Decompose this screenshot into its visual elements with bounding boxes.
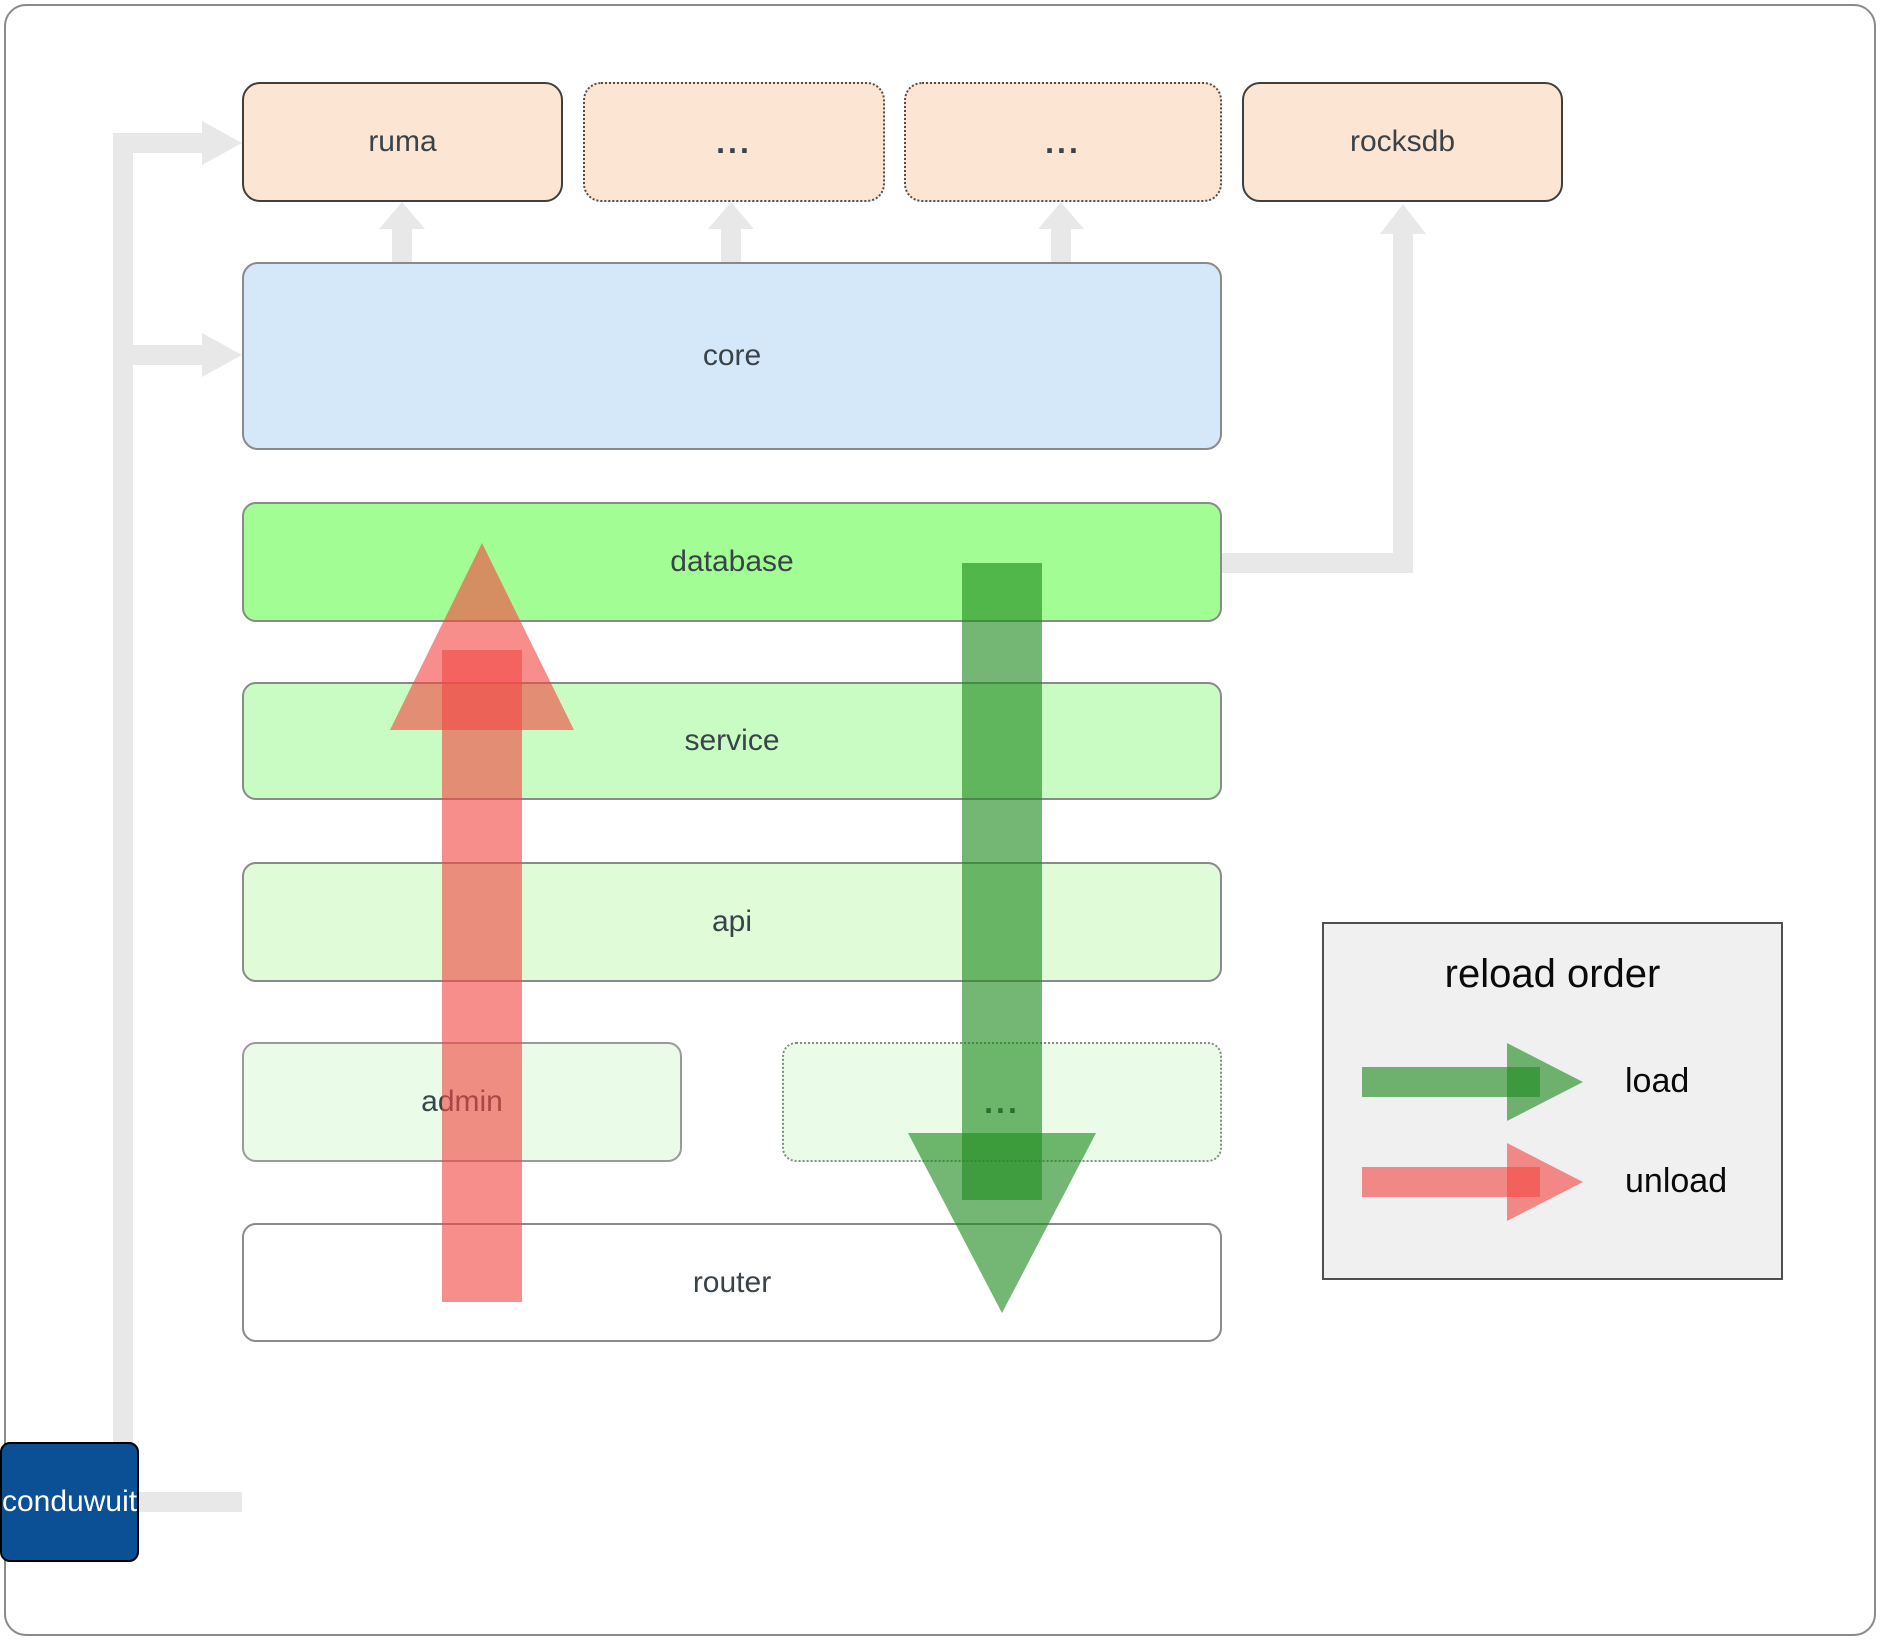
legend-panel	[1322, 922, 1783, 1280]
legend-title: reload order	[1444, 952, 1661, 996]
arrow-core-ruma-shaft	[392, 228, 412, 262]
arrow-core-crates2-shaft	[1051, 228, 1071, 262]
node-conduwuit: conduwuit	[0, 1442, 140, 1562]
connector-database-rocksdb-vertical	[1393, 234, 1413, 573]
node-database: database	[242, 502, 1222, 622]
pipe-branch-core	[113, 345, 204, 365]
node-router-label: router	[692, 1265, 772, 1299]
node-ruma-label: ruma	[368, 125, 437, 158]
node-service: service	[242, 682, 1222, 800]
legend-unload-label: unload	[1625, 1162, 1728, 1200]
node-ruma: ruma	[242, 82, 563, 202]
node-core-label: core	[702, 339, 762, 372]
node-service-label: service	[684, 724, 780, 757]
unload-arrow-shaft	[442, 650, 522, 1302]
pipe-branch-ruma	[113, 133, 204, 153]
node-crates-more-1-label: ...	[716, 123, 752, 160]
node-conduwuit-label: conduwuit	[2, 1485, 138, 1518]
outer-frame	[4, 4, 1876, 1636]
node-crates-more-2: ...	[904, 82, 1222, 202]
node-rocksdb: rocksdb	[1242, 82, 1563, 202]
load-arrow-shaft	[962, 563, 1042, 1200]
node-crates-more-1: ...	[583, 82, 885, 202]
pipe-branch-conduwuit	[113, 1492, 242, 1512]
node-crates-more-2-label: ...	[1045, 123, 1081, 160]
node-router: router	[242, 1223, 1222, 1342]
node-api-label: api	[711, 905, 753, 938]
connector-database-rocksdb-horizontal	[1222, 553, 1413, 573]
node-api: api	[242, 862, 1222, 982]
pipe-vertical	[113, 133, 133, 1512]
node-database-label: database	[670, 545, 794, 578]
arrow-core-crates1-shaft	[721, 228, 741, 262]
legend-load-label: load	[1625, 1062, 1690, 1100]
node-core: core	[242, 262, 1222, 450]
node-rocksdb-label: rocksdb	[1349, 125, 1456, 158]
